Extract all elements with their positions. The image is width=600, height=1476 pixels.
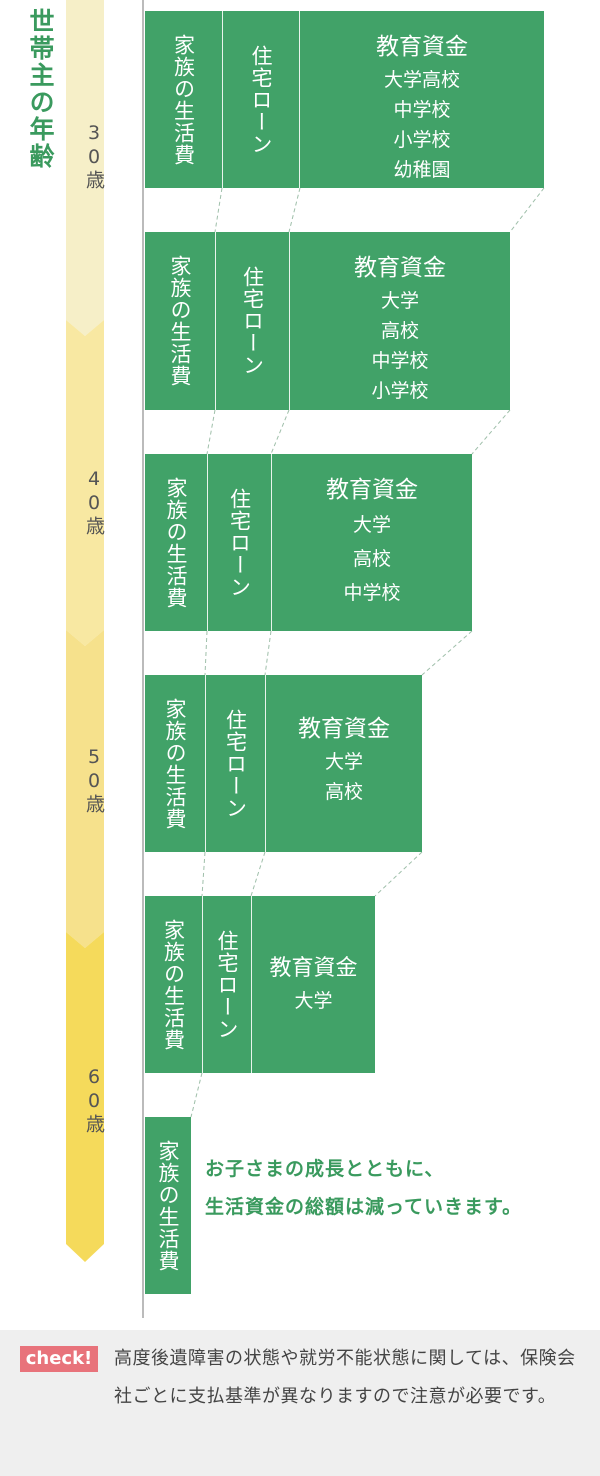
expense-block-4: 家族の生活費 住宅ローン 教育資金 大学 高校 <box>145 675 422 852</box>
age-label-50: 50歳 <box>83 745 105 815</box>
expense-block-3: 家族の生活費 住宅ローン 教育資金 大学 高校 中学校 <box>145 454 472 631</box>
living-cost-label: 家族の生活費 <box>168 255 192 387</box>
connector-lines <box>190 187 545 1118</box>
living-cost-label: 家族の生活費 <box>164 476 188 609</box>
education-item: 大学 <box>352 514 391 536</box>
education-fund-title: 教育資金 <box>269 956 358 981</box>
education-item: 高校 <box>324 781 363 803</box>
education-item: 高校 <box>380 320 419 342</box>
education-item: 中学校 <box>343 582 401 604</box>
age-label-60: 60歳 <box>83 1065 105 1135</box>
education-item: 大学高校 <box>383 69 460 91</box>
check-panel <box>0 1330 600 1476</box>
housing-loan-label: 住宅ローン <box>249 44 273 155</box>
education-item: 高校 <box>352 548 391 570</box>
age-label-30: 30歳 <box>83 121 105 191</box>
housing-loan-label: 住宅ローン <box>227 487 252 598</box>
age-segment-30 <box>66 0 104 336</box>
education-item: 大学 <box>380 290 419 312</box>
age-arrow <box>66 0 104 1262</box>
education-fund-title: 教育資金 <box>376 34 468 60</box>
education-item: 小学校 <box>393 129 451 151</box>
expense-block-1: 家族の生活費 住宅ローン 教育資金 大学高校 中学校 小学校 幼稚園 <box>145 11 544 188</box>
age-axis-title: 世帯主の年齢 <box>26 8 55 170</box>
age-segment-50 <box>66 630 104 948</box>
summary-note: お子さまの成長とともに、 生活資金の総額は減っていきます。 <box>205 1150 595 1226</box>
education-item: 中学校 <box>371 350 429 372</box>
check-text: 高度後遺障害の状態や就労不能状態に関しては、保険会社ごとに支払基準が異なりますの… <box>114 1348 576 1407</box>
living-cost-label: 家族の生活費 <box>156 1139 180 1272</box>
education-fund-title: 教育資金 <box>326 477 418 503</box>
age-segment-60 <box>66 932 104 1262</box>
expense-block-6: 家族の生活費 <box>145 1117 191 1294</box>
living-cost-label: 家族の生活費 <box>171 33 196 166</box>
education-item: 大学 <box>294 990 333 1012</box>
education-fund-title: 教育資金 <box>354 255 446 281</box>
housing-loan-label: 住宅ローン <box>223 708 248 819</box>
summary-note-line: 生活資金の総額は減っていきます。 <box>205 1196 523 1218</box>
expense-block-2: 家族の生活費 住宅ローン 教育資金 大学 高校 中学校 小学校 <box>145 232 510 410</box>
education-item: 幼稚園 <box>393 159 451 181</box>
education-item: 大学 <box>324 751 363 773</box>
summary-note-line: お子さまの成長とともに、 <box>205 1158 445 1180</box>
housing-loan-label: 住宅ローン <box>240 266 265 376</box>
check-badge: check! <box>20 1346 98 1372</box>
education-item: 小学校 <box>371 380 429 402</box>
timeline-line <box>142 0 144 1318</box>
living-cost-label: 家族の生活費 <box>161 918 186 1051</box>
expense-block-5: 家族の生活費 住宅ローン 教育資金 大学 <box>145 896 375 1073</box>
education-item: 中学校 <box>393 99 451 121</box>
education-fund-title: 教育資金 <box>298 716 390 742</box>
living-cost-label: 家族の生活費 <box>163 697 187 830</box>
housing-loan-label: 住宅ローン <box>215 929 239 1040</box>
age-label-40: 40歳 <box>83 467 105 537</box>
age-segment-40 <box>66 320 104 646</box>
